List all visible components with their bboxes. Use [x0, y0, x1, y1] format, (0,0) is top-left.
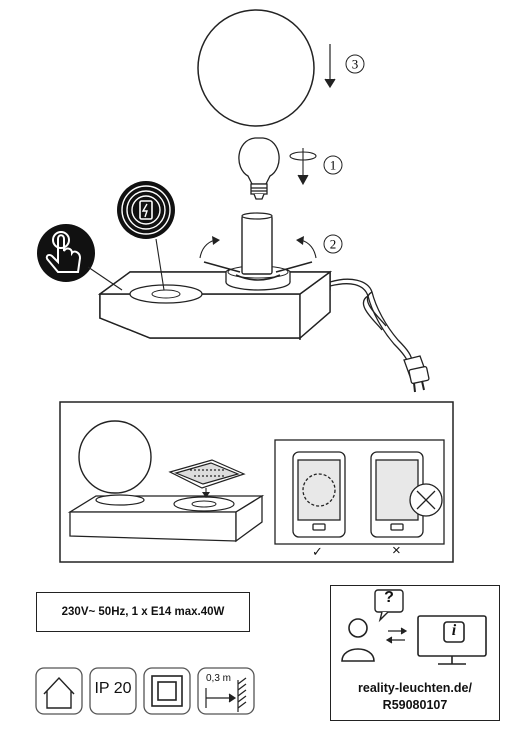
electrical-specs: 230V~ 50Hz, 1 x E14 max.40W — [36, 592, 250, 632]
website-link[interactable]: reality-leuchten.de/ — [358, 681, 472, 695]
wireless-charging-icon — [139, 200, 153, 220]
ip-rating-text: IP 20 — [94, 680, 132, 697]
cross-mark: × — [392, 542, 401, 559]
info-box — [330, 585, 500, 721]
exchange-arrows-icon — [385, 627, 408, 644]
question-icon — [374, 589, 404, 623]
check-mark: ✓ — [312, 544, 323, 559]
clips — [203, 261, 313, 281]
step-3-number: 3 — [352, 57, 359, 72]
class-ii-double-insulation-icon — [151, 675, 183, 707]
question-mark: ? — [384, 589, 394, 606]
plug-icon — [403, 355, 430, 393]
article-code: R59080107 — [382, 698, 448, 712]
touch-icon — [45, 231, 82, 273]
correct-phone-icon — [292, 451, 346, 538]
info-mark: i — [451, 622, 457, 639]
step-2-number: 2 — [330, 237, 337, 252]
step-3-arrow-icon — [324, 44, 336, 89]
glass-globe — [197, 9, 315, 127]
lamp-socket — [241, 215, 273, 275]
info-monitor-icon — [417, 615, 487, 665]
user-icon — [341, 618, 375, 662]
info-text: reality-leuchten.de/ R59080107 — [330, 680, 500, 714]
phone-on-pad-icon — [168, 459, 246, 489]
wrong-phone-icon — [370, 451, 443, 538]
small-globe — [78, 420, 152, 494]
distance-icon — [205, 677, 247, 712]
distance-label: 0,3 m — [206, 673, 232, 684]
step-1-number: 1 — [330, 158, 337, 173]
ip-rating-label: IP 20 — [90, 680, 136, 698]
rotate-arrow-icon — [289, 148, 317, 186]
indoor-house-icon — [43, 676, 75, 709]
light-bulb-icon — [238, 137, 280, 200]
electrical-specs-text: 230V~ 50Hz, 1 x E14 max.40W — [61, 606, 225, 618]
power-cable — [329, 278, 413, 365]
